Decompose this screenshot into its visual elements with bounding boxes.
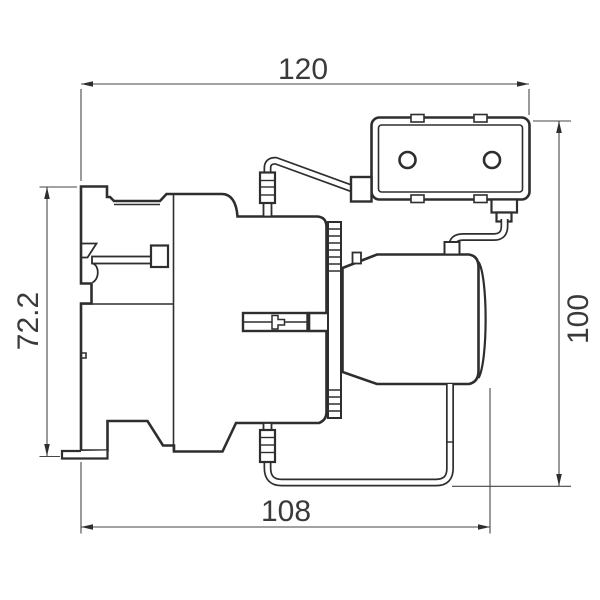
- arrow-down-icon: [44, 444, 50, 456]
- mounting-foot: [60, 449, 109, 460]
- left-edge-tick: [81, 352, 87, 359]
- bell-vent-nub: [351, 251, 362, 265]
- module-tab: [410, 194, 425, 204]
- wire-bottom: [263, 384, 454, 487]
- module-left-connector: [349, 175, 373, 203]
- dim-right: [452, 120, 571, 487]
- dim-right-label: 100: [562, 294, 595, 344]
- wire-top: [263, 156, 354, 193]
- cylinder-assembly: [341, 251, 487, 386]
- module-tab: [410, 113, 425, 123]
- resistor-module: [370, 113, 531, 223]
- wire-middle: [443, 219, 509, 256]
- terminal-top: [258, 171, 277, 218]
- ribbed-collar: [327, 221, 342, 419]
- module-hole: [482, 150, 502, 170]
- dim-left: [39, 186, 77, 458]
- arrow-up-icon: [44, 187, 50, 199]
- crossbar-slot: [241, 311, 309, 333]
- dim-top-label: 120: [278, 53, 328, 86]
- cylinder-top-terminal: [443, 241, 461, 256]
- module-tab: [473, 113, 488, 123]
- dim-left-label: 72.2: [12, 292, 45, 350]
- module-tab: [473, 194, 488, 204]
- bell-and-cylinder: [341, 253, 480, 386]
- arrow-left-icon: [81, 524, 93, 530]
- cylinder-front-arc: [477, 261, 487, 379]
- dim-top: [80, 81, 530, 181]
- arrow-up-icon: [556, 121, 562, 133]
- arrow-down-icon: [556, 474, 562, 486]
- arrow-right-icon: [517, 81, 529, 87]
- module-bottom-connector: [490, 198, 519, 214]
- contactor-body: [60, 185, 328, 460]
- module-hole: [398, 150, 417, 170]
- dim-bottom-label: 108: [261, 495, 311, 528]
- arrow-right-icon: [478, 524, 490, 530]
- arrow-left-icon: [81, 81, 93, 87]
- din-rail-clip: [81, 242, 170, 284]
- terminal-bottom: [258, 422, 277, 464]
- dim-bottom: [80, 388, 491, 534]
